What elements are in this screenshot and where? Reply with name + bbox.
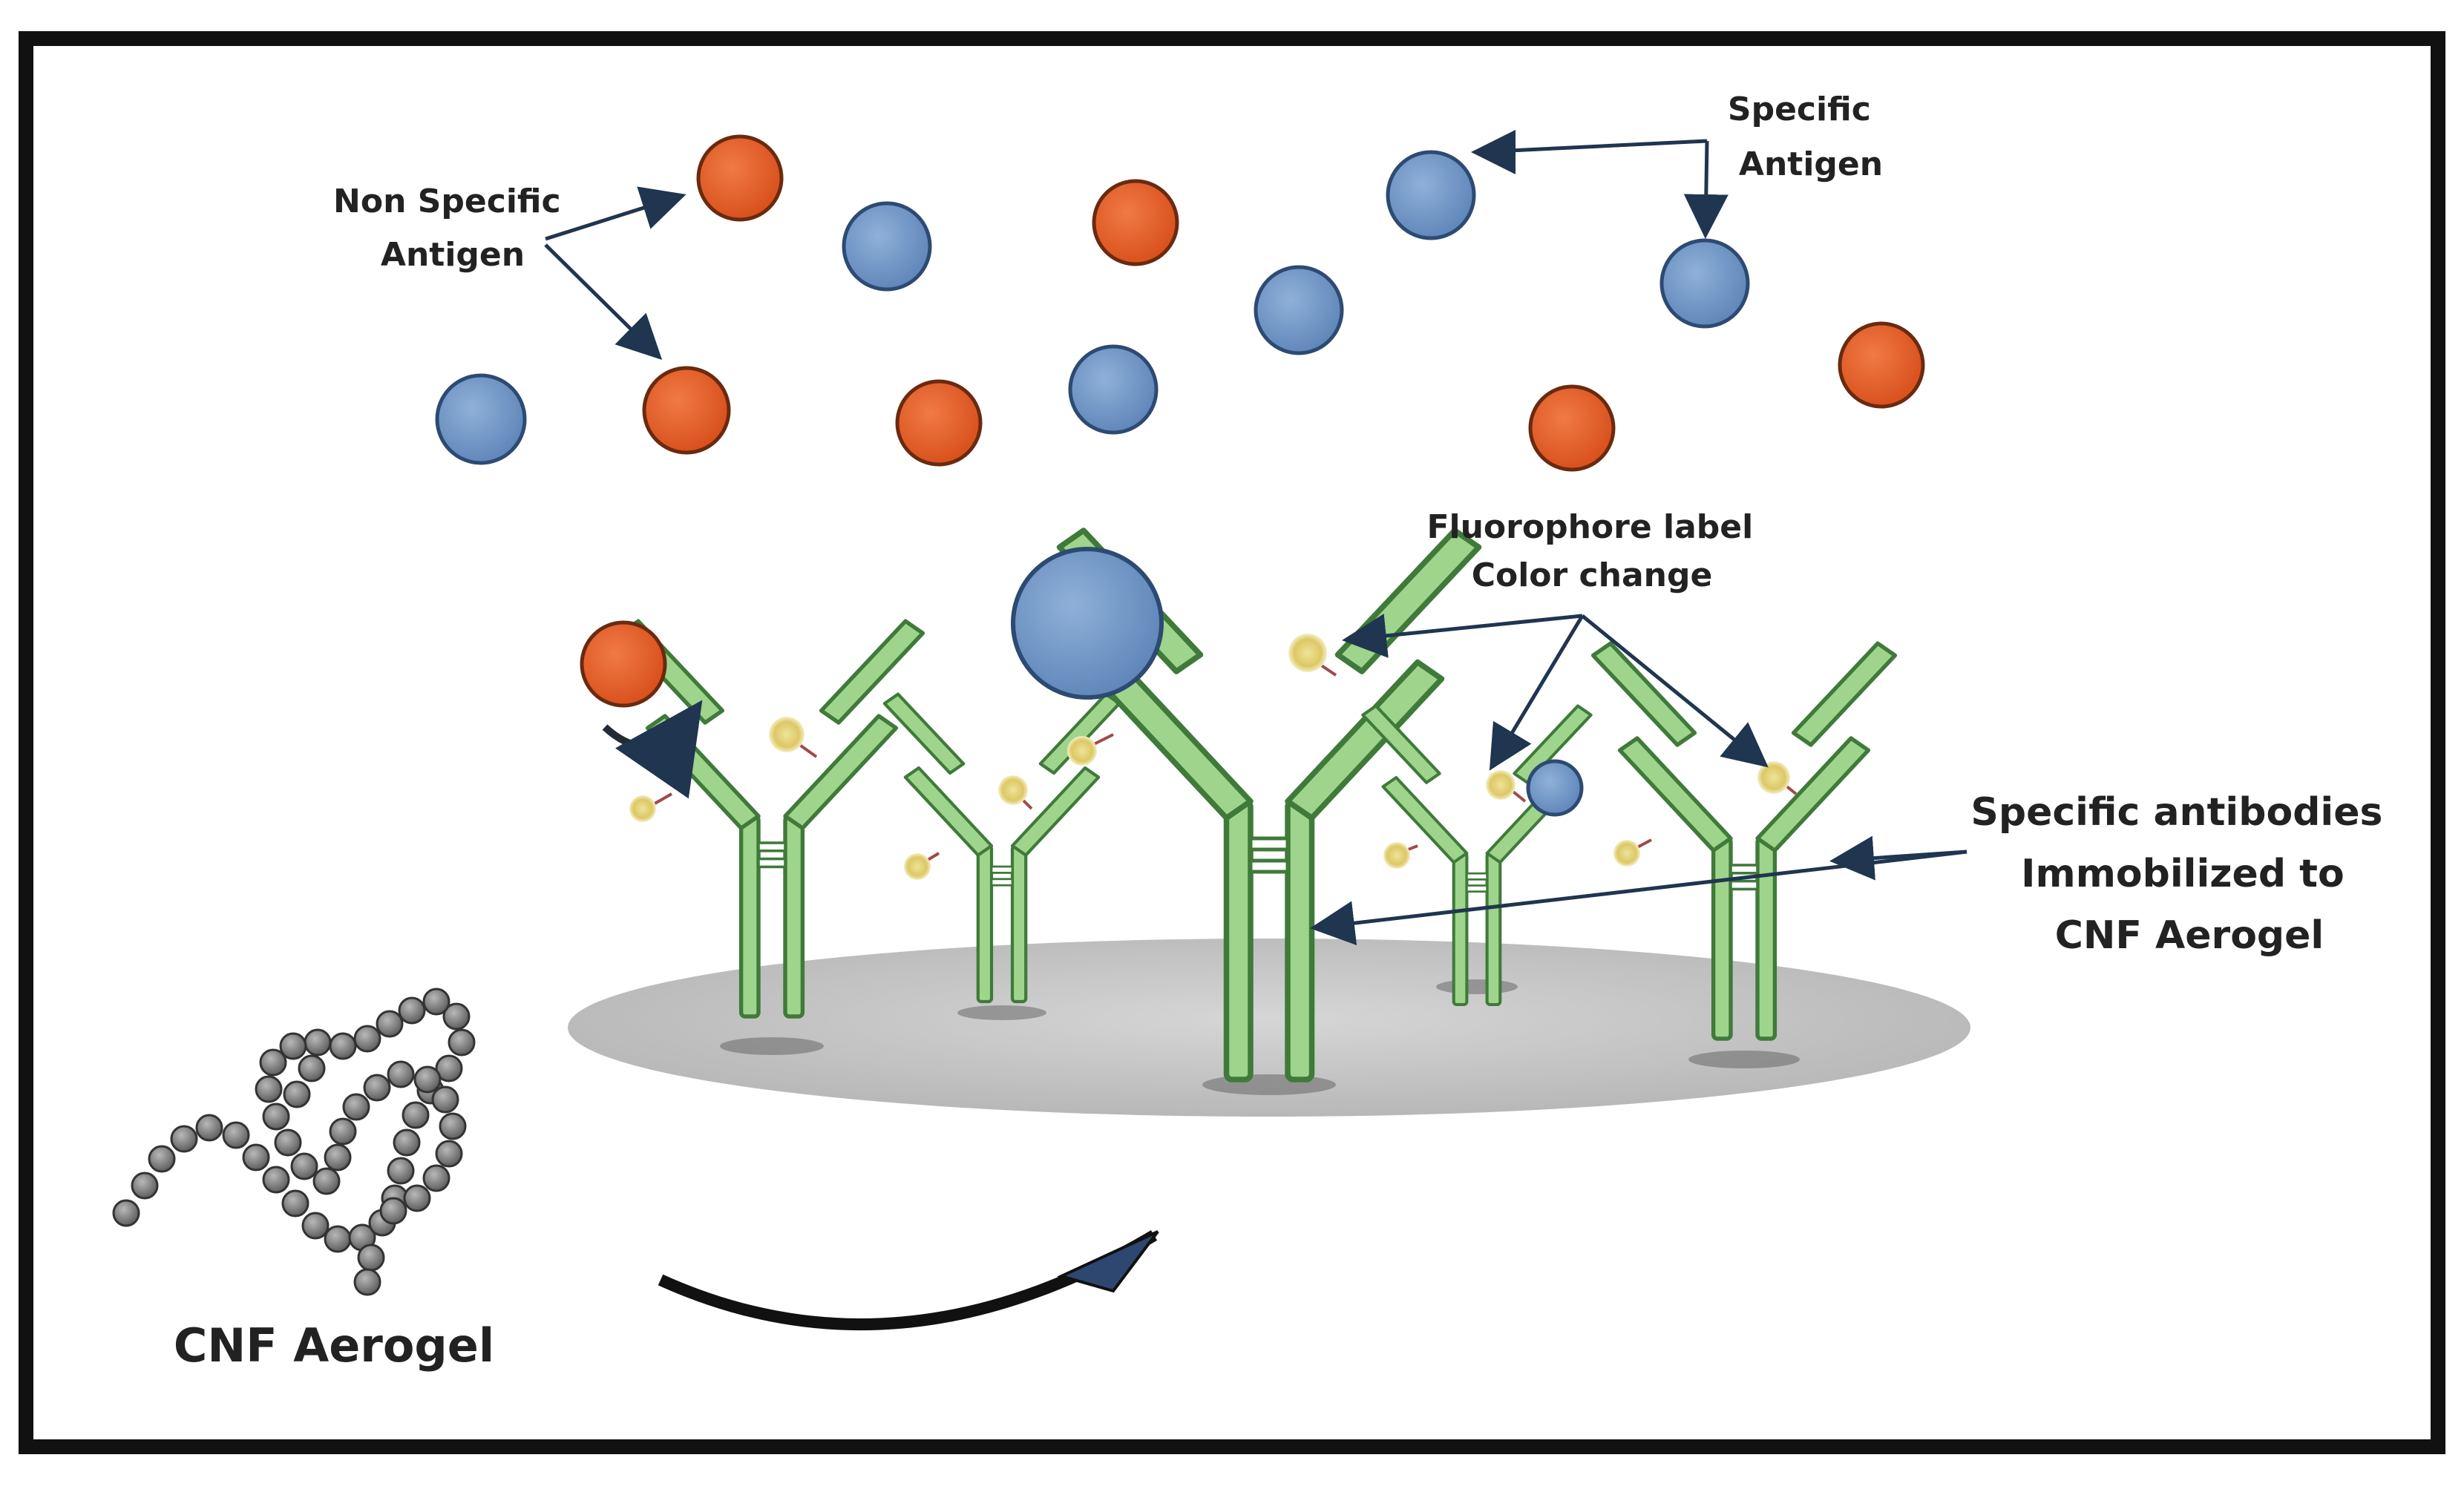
non-specific-antigen-label: Non Specific Antigen: [333, 183, 572, 274]
fluorophore-label: Fluorophore label Color change: [1426, 508, 1764, 594]
cnf-fiber-chain-icon: [112, 988, 476, 1296]
non-specific-line2: Antigen: [381, 236, 525, 274]
specific-antigen-label: Specific Antigen: [1728, 91, 1883, 183]
specific-line1: Specific: [1728, 91, 1871, 128]
fluorophore-dot-icon: [629, 634, 1798, 880]
cnf-aerogel-caption: CNF Aerogel: [174, 1318, 494, 1373]
bound-specific-antigen-small: [1526, 759, 1584, 817]
arrowhead-icon: [1057, 1230, 1159, 1293]
aerogel-surface: [568, 939, 1970, 1117]
bound-specific-antigen-large: [1011, 547, 1164, 700]
non-specific-line1: Non Specific: [333, 183, 561, 220]
antibodies-line3: CNF Aerogel: [2055, 913, 2324, 958]
specific-line2: Antigen: [1739, 145, 1883, 183]
antibodies-label: Specific antibodies Immobilized to CNF A…: [1970, 790, 2396, 958]
antibodies-line2: Immobilized to: [2021, 852, 2345, 896]
fluorophore-line1: Fluorophore label: [1426, 508, 1753, 546]
free-antigens: [435, 134, 1925, 472]
outer-frame: [19, 31, 2445, 1454]
fluorophore-line2: Color change: [1472, 556, 1713, 594]
rotation-arrow-icon: [602, 700, 703, 799]
callout-arrows: [544, 130, 1967, 946]
antibodies-line1: Specific antibodies: [1970, 790, 2382, 835]
rejected-non-specific-antigen: [580, 620, 667, 708]
